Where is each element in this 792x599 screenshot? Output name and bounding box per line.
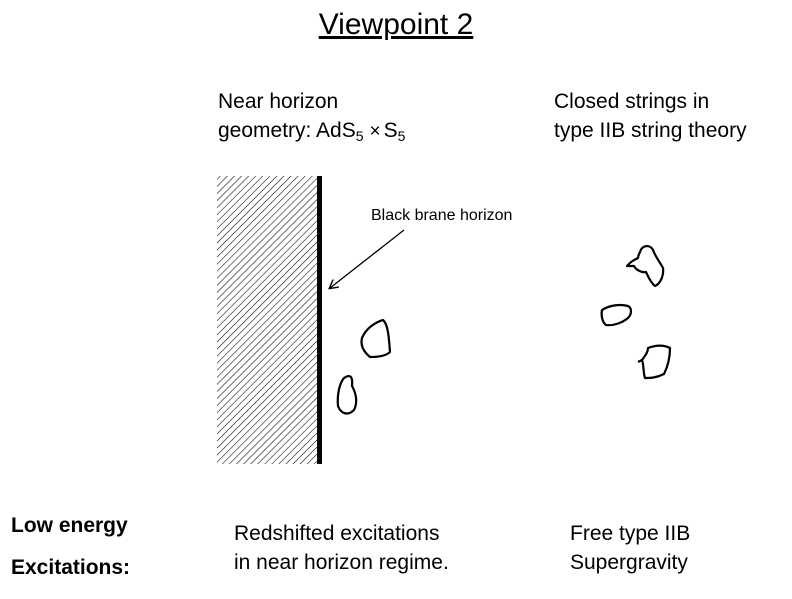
sphere-s-text: S bbox=[383, 119, 398, 142]
free-iib-line2: Supergravity bbox=[570, 551, 688, 574]
closed-string-loop-2 bbox=[600, 303, 633, 327]
near-horizon-string-loop-1 bbox=[360, 318, 392, 359]
near-horizon-string-loop-2 bbox=[336, 375, 358, 415]
closed-strings-label: Closed strings in type IIB string theory bbox=[554, 87, 747, 145]
sphere-subscript: 5 bbox=[397, 128, 406, 144]
excitations-label: Excitations: bbox=[11, 556, 131, 579]
redshifted-line2: in near horizon regime. bbox=[234, 551, 449, 574]
redshifted-excitations-text: Redshifted excitations in near horizon r… bbox=[234, 519, 449, 577]
free-supergravity-text: Free type IIB Supergravity bbox=[570, 519, 690, 577]
near-horizon-line1: Near horizon bbox=[218, 90, 339, 113]
near-horizon-line2: geometry: AdS5×S5 bbox=[218, 116, 405, 146]
closed-strings-line2: type IIB string theory bbox=[554, 119, 747, 142]
geometry-ads-text: geometry: AdS bbox=[218, 119, 356, 142]
ads-subscript: 5 bbox=[355, 128, 364, 144]
horizon-arrow bbox=[330, 229, 405, 288]
closed-string-loop-1 bbox=[625, 245, 665, 288]
closed-strings-line1: Closed strings in bbox=[554, 90, 710, 113]
horizon-region-hatched bbox=[217, 176, 319, 464]
page-title: Viewpoint 2 bbox=[318, 8, 474, 41]
closed-string-loop-3 bbox=[637, 344, 672, 380]
black-brane-horizon-line bbox=[317, 176, 322, 464]
redshifted-line1: Redshifted excitations bbox=[234, 522, 440, 545]
free-iib-line1: Free type IIB bbox=[570, 522, 691, 545]
times-symbol: × bbox=[369, 121, 381, 142]
near-horizon-label: Near horizon geometry: AdS5×S5 bbox=[218, 87, 405, 146]
black-brane-horizon-label: Black brane horizon bbox=[371, 207, 513, 224]
low-energy-label: Low energy bbox=[11, 514, 128, 537]
